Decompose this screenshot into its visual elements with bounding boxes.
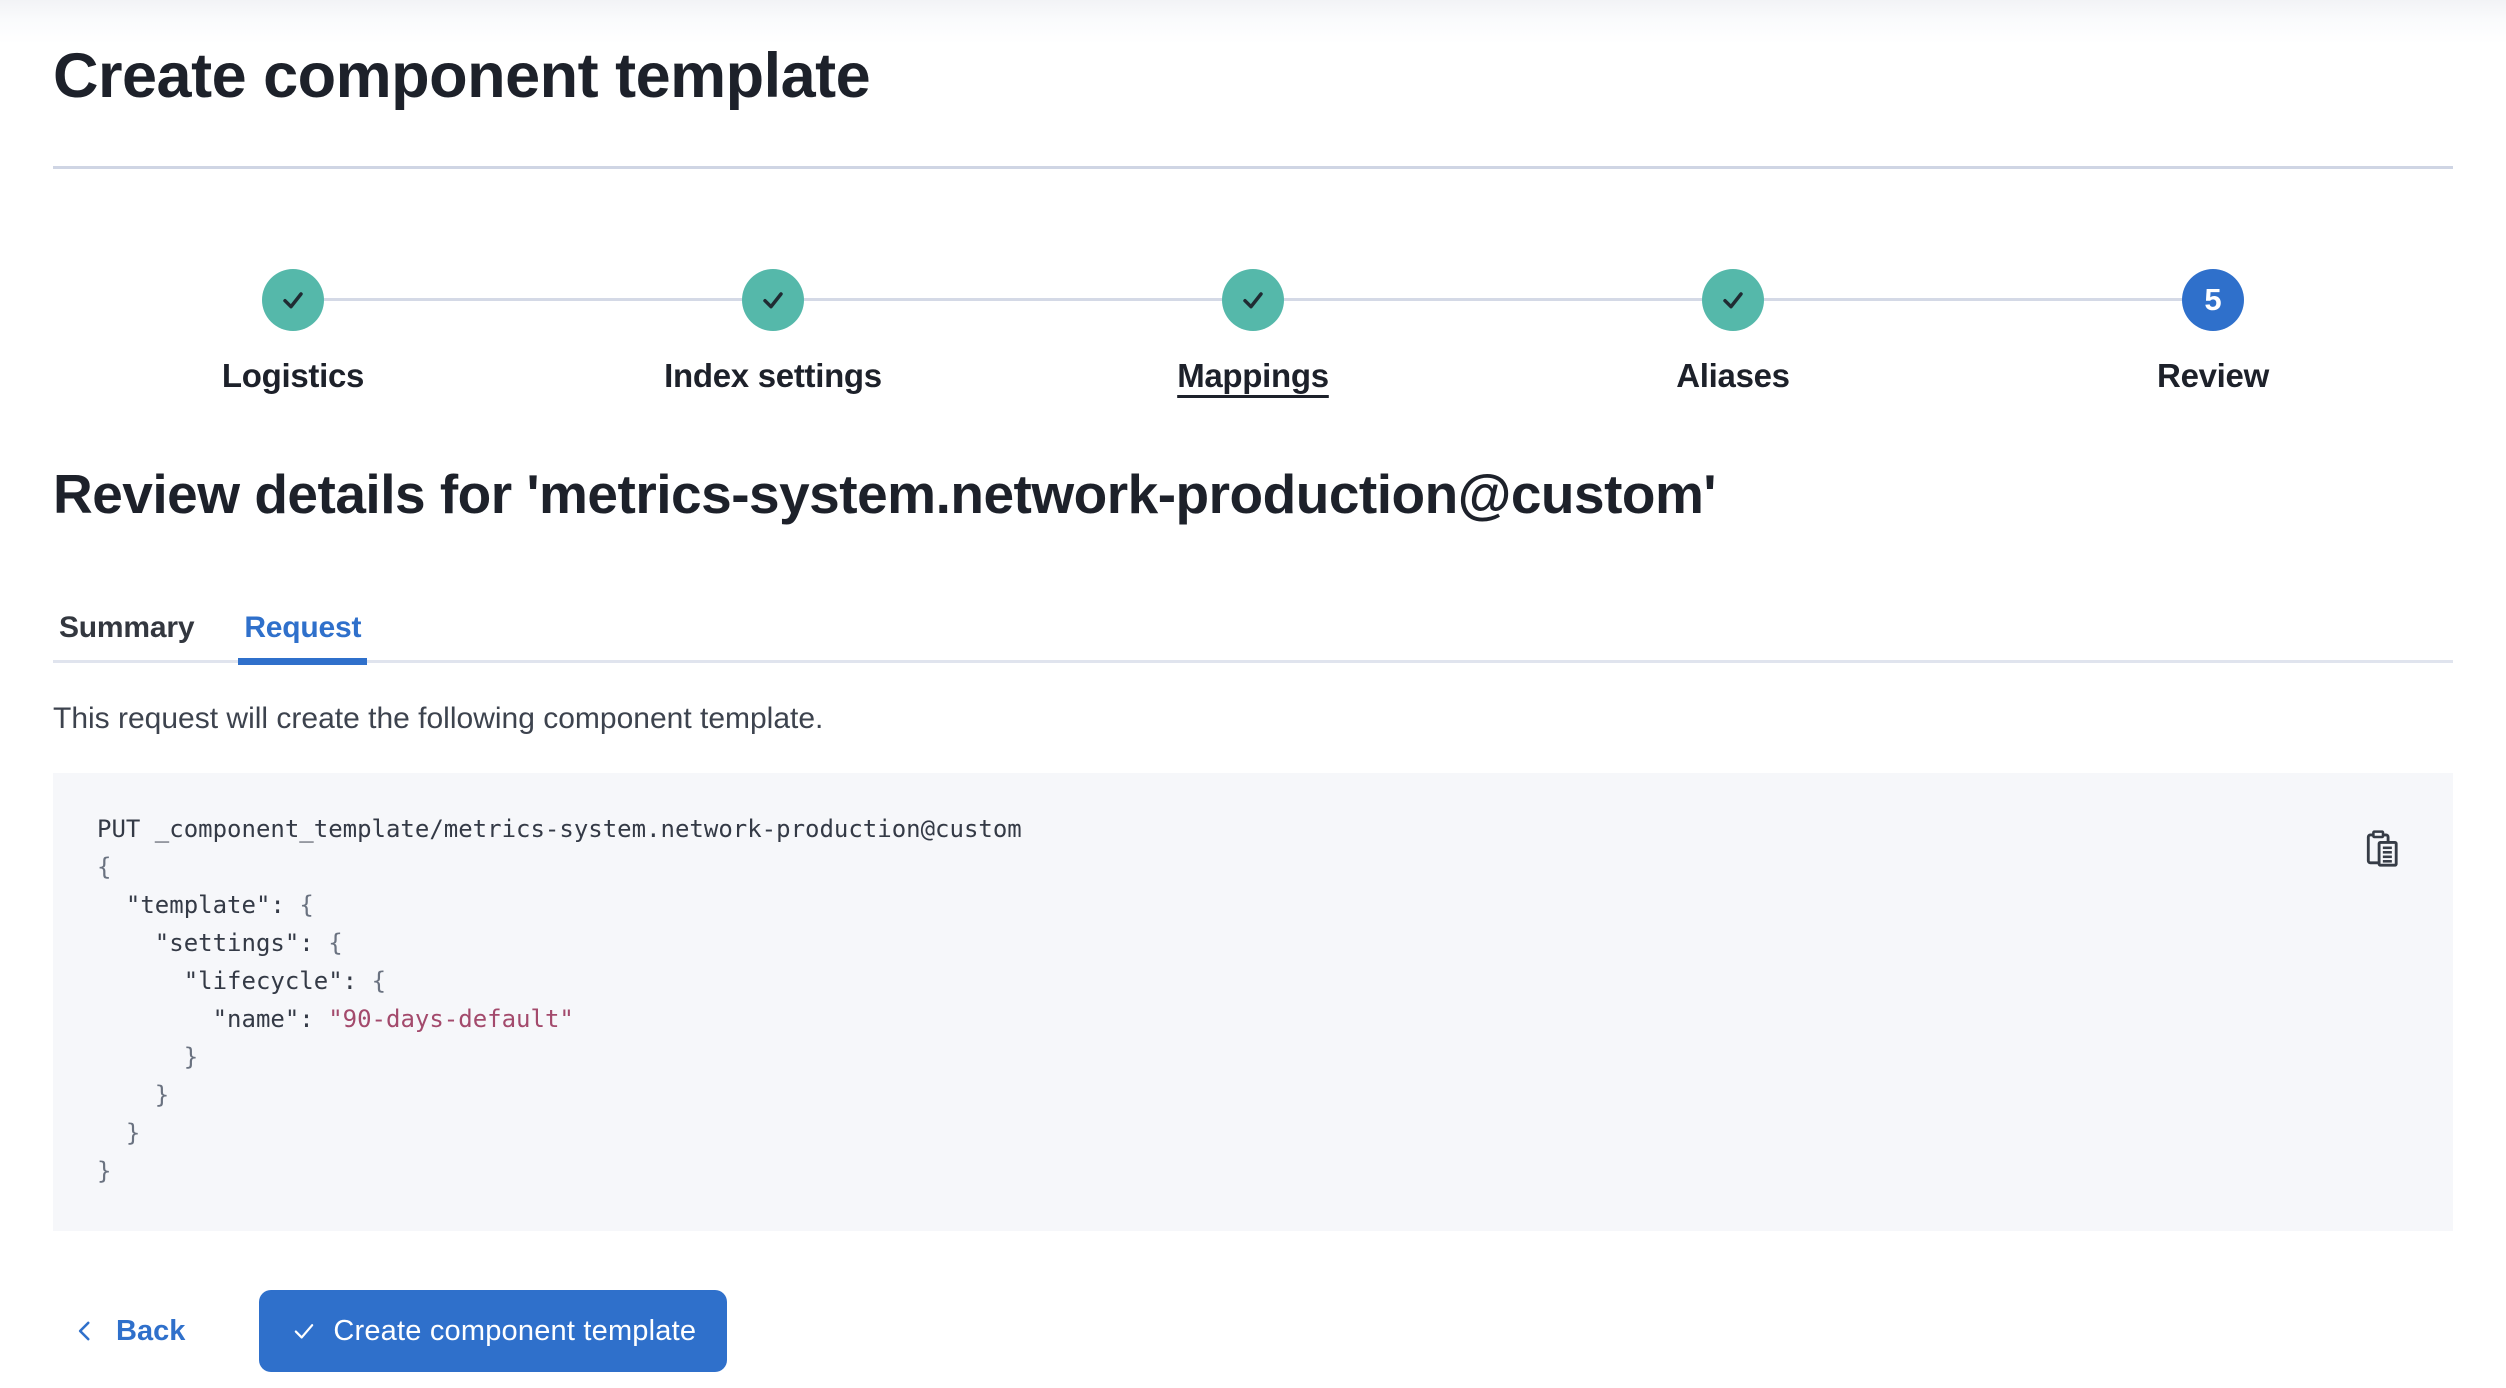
page-title: Create component template [53,41,871,111]
code-line: "template": { [125,891,314,919]
back-button-label: Back [116,1314,186,1347]
step-number-badge: 5 [2182,269,2244,331]
check-icon [1237,284,1269,316]
code-line: "name": "90-days-default" [212,1005,574,1033]
step-complete-badge [1222,269,1284,331]
code-line: PUT _component_template/metrics-system.n… [97,815,1022,843]
review-heading: Review details for 'metrics-system.netwo… [53,463,1717,525]
code-line: { [97,853,112,881]
step-complete-badge [262,269,324,331]
step-label: Review [2157,357,2269,394]
check-icon [290,1317,318,1345]
step-label: Mappings [1177,357,1329,394]
check-icon [757,284,789,316]
request-code-block: PUT _component_template/metrics-system.n… [53,773,2453,1231]
title-divider [53,166,2453,169]
step-complete-badge [742,269,804,331]
code-line: "lifecycle": { [183,967,387,995]
step-number: 5 [2204,282,2222,317]
request-description: This request will create the following c… [53,702,824,735]
step-aliases[interactable]: Aliases [1493,269,1973,396]
check-icon [277,284,309,316]
step-label: Logistics [221,357,365,394]
step-complete-badge [1702,269,1764,331]
top-gradient [0,0,2506,44]
code-line: } [97,1043,199,1071]
back-button[interactable]: Back [72,1315,185,1348]
request-code-lines: PUT _component_template/metrics-system.n… [97,810,2333,1190]
step-label: Aliases [1676,357,1790,394]
code-line: } [97,1081,170,1109]
copy-clipboard-icon [2365,830,2401,872]
step-label: Index settings [664,357,882,394]
copy-button[interactable] [2365,829,2401,869]
review-tabs: Summary Request [53,611,2453,665]
step-mappings[interactable]: Mappings [1013,269,1493,396]
code-line: } [97,1119,141,1147]
wizard-footer: Back Create component template [53,1290,2453,1372]
tab-request[interactable]: Request [238,613,368,665]
tab-summary[interactable]: Summary [59,611,195,644]
step-logistics[interactable]: Logistics [53,269,533,396]
step-index-settings[interactable]: Index settings [533,269,1013,396]
create-button-label: Create component template [333,1314,697,1347]
check-icon [1717,284,1749,316]
chevron-left-icon [72,1316,98,1346]
create-component-template-button[interactable]: Create component template [259,1290,728,1372]
code-line: } [97,1157,112,1185]
code-line: "settings": { [154,929,343,957]
